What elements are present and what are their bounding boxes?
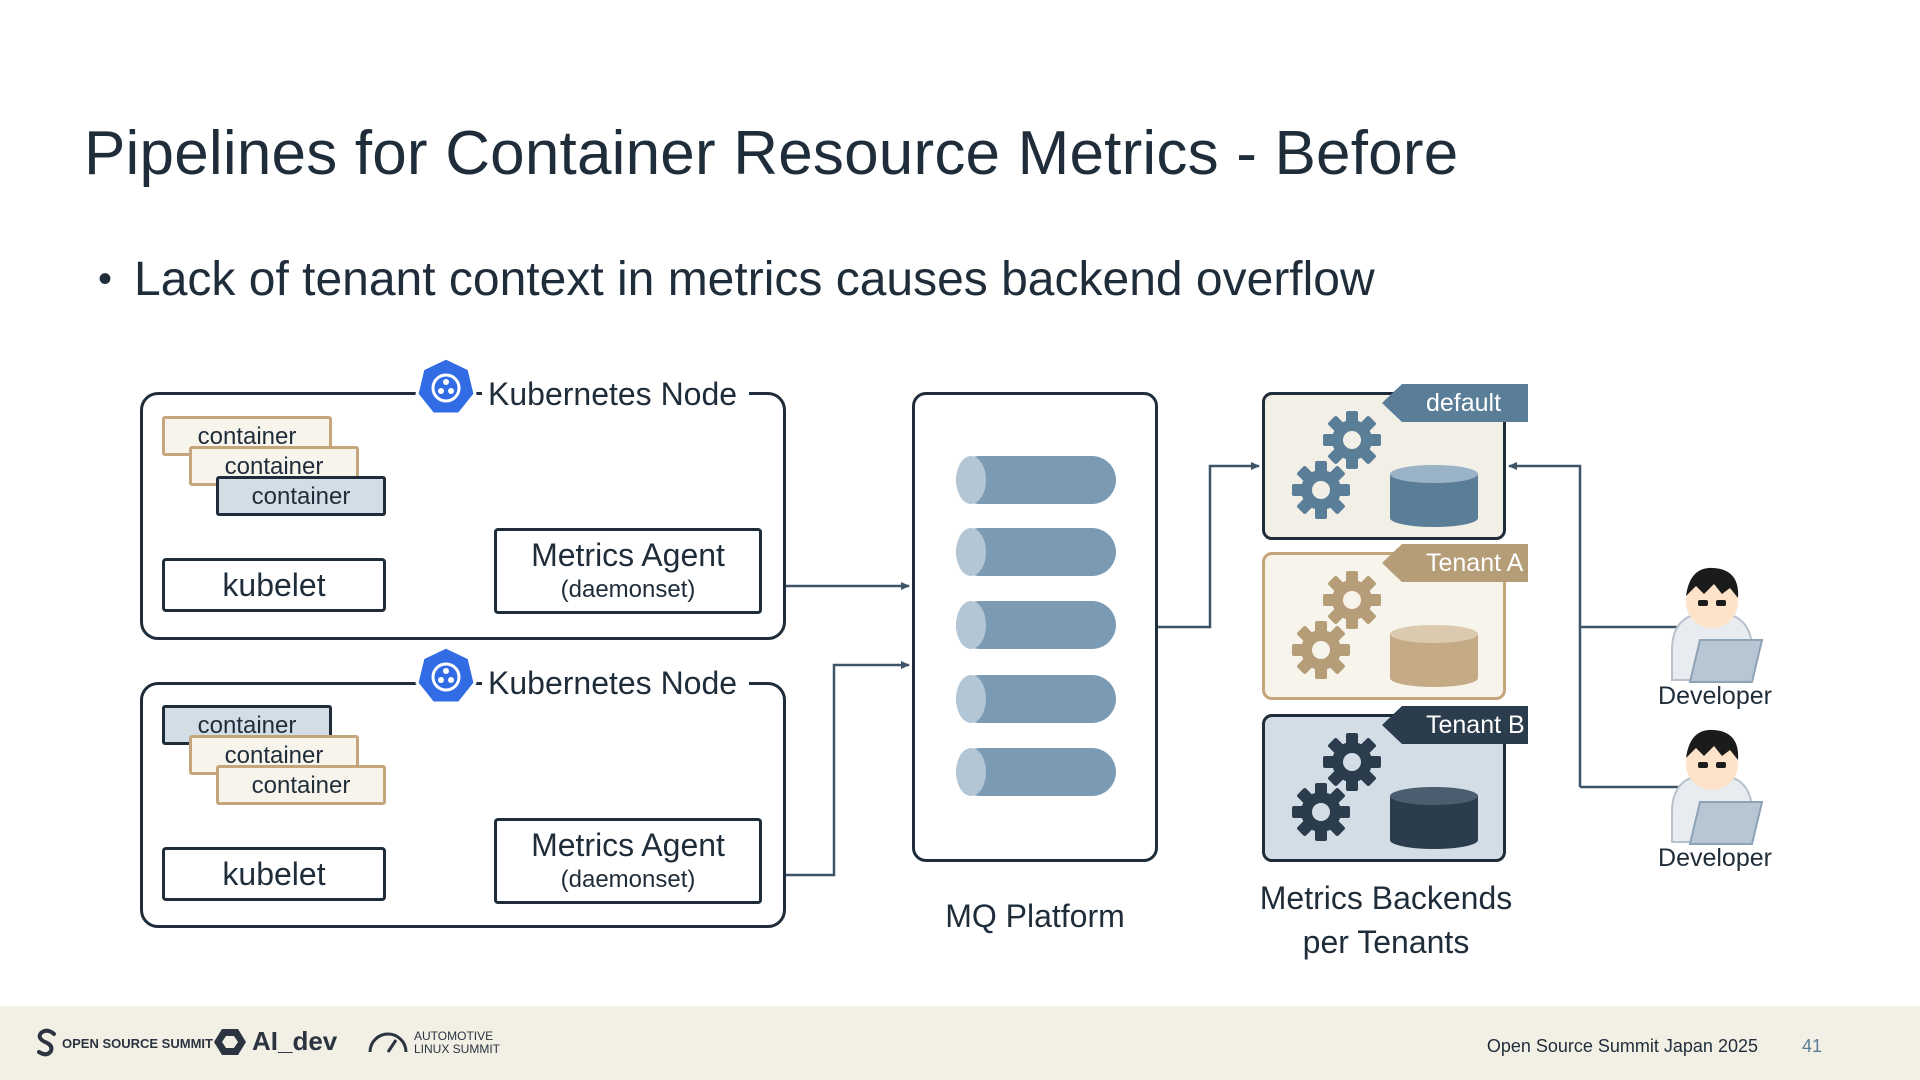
mq-platform-label: MQ Platform	[945, 898, 1125, 934]
ai-dev-logo: AI_dev	[212, 1026, 337, 1057]
bullet-dot: •	[98, 257, 113, 301]
kubernetes-icon	[415, 356, 477, 416]
open-source-summit-logo: OPEN SOURCE SUMMIT	[36, 1028, 213, 1058]
speedometer-icon	[368, 1032, 408, 1053]
backends-label-line2: per Tenants	[1302, 924, 1470, 960]
kubelet-box: kubelet	[162, 847, 386, 901]
agent-subtitle: (daemonset)	[560, 576, 696, 603]
footer-bar	[0, 1006, 1920, 1080]
ai-dev-mark-icon	[214, 1028, 246, 1055]
node-label-1: Kubernetes Node	[482, 376, 750, 412]
slide-title: Pipelines for Container Resource Metrics…	[84, 119, 1459, 188]
metrics-agent-box: Metrics Agent (daemonset)	[494, 528, 762, 614]
ai-dev-logo-text: AI_dev	[252, 1026, 338, 1056]
container-card: container	[216, 476, 386, 516]
metrics-agent-box: Metrics Agent (daemonset)	[494, 818, 762, 904]
footer-event-name: Open Source Summit Japan 2025	[1486, 1036, 1758, 1056]
bullet-point: • Lack of tenant context in metrics caus…	[98, 252, 1375, 307]
developers-to-backend-arrow	[1508, 462, 1692, 629]
agent2-to-mq-arrow	[761, 661, 910, 877]
automotive-linux-summit-logo: AUTOMOTIVE LINUX SUMMIT	[366, 1030, 508, 1056]
agent-subtitle: (daemonset)	[560, 866, 696, 893]
agl-logo-text: AUTOMOTIVE LINUX SUMMIT	[414, 1029, 501, 1056]
developer-label: Developer	[1658, 844, 1772, 872]
tenant-tag-b: Tenant B	[1382, 706, 1528, 744]
agent-title: Metrics Agent	[531, 827, 725, 863]
tenant-tag-a: Tenant A	[1382, 544, 1528, 582]
kubelet-box: kubelet	[162, 558, 386, 612]
developer-label: Developer	[1658, 682, 1772, 710]
backends-label-line1: Metrics Backends	[1259, 880, 1513, 916]
agent-title: Metrics Agent	[531, 537, 725, 573]
node-label-2: Kubernetes Node	[482, 665, 750, 701]
tenant-tag-default: default	[1382, 384, 1528, 422]
page-number: 41	[1802, 1036, 1823, 1056]
container-card: container	[216, 765, 386, 805]
backends-label: Metrics Backends per Tenants	[1218, 876, 1554, 964]
oss-s-icon	[37, 1028, 56, 1057]
bullet-text: Lack of tenant context in metrics causes…	[134, 253, 1375, 306]
mq-platform-box	[912, 392, 1158, 862]
mq-to-backend-arrow	[1158, 462, 1260, 629]
kubernetes-icon	[415, 645, 477, 705]
oss-logo-text: OPEN SOURCE SUMMIT	[62, 1035, 213, 1051]
